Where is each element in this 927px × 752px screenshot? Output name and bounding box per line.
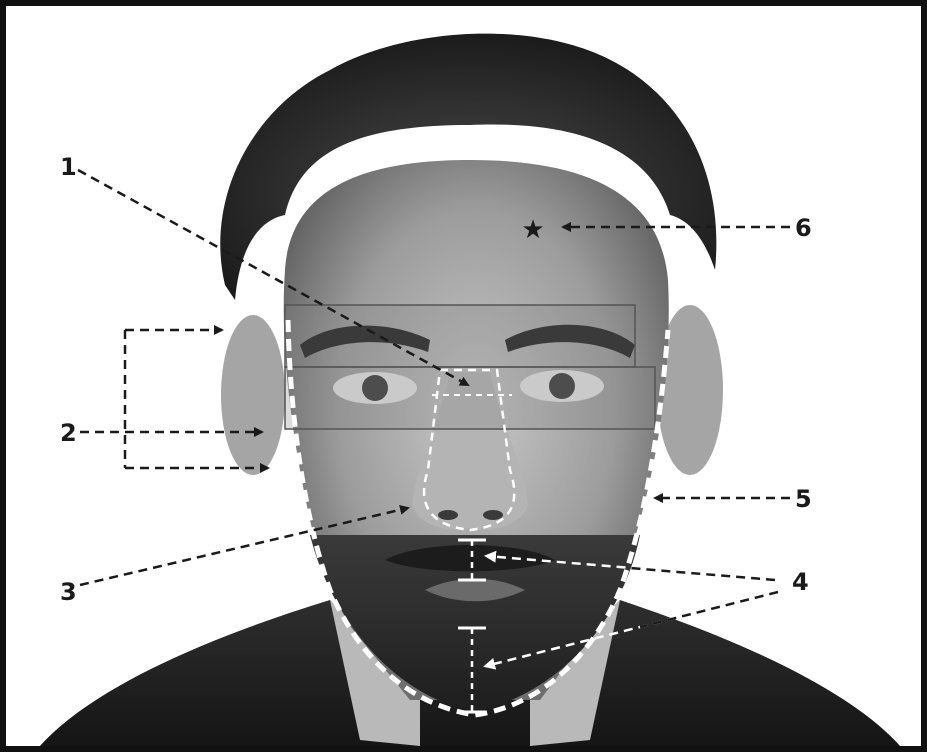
callout-label-5: 5 xyxy=(795,485,812,513)
callout-label-1: 1 xyxy=(60,153,77,181)
callout-label-4: 4 xyxy=(792,568,809,596)
brow-band xyxy=(285,305,635,367)
callout-label-2: 2 xyxy=(60,419,77,447)
proportion-bands xyxy=(285,305,655,429)
star-icon: ★ xyxy=(521,215,544,245)
left-ear xyxy=(221,315,285,475)
left-nostril xyxy=(438,510,458,520)
callout-label-6: 6 xyxy=(795,214,812,242)
right-nostril xyxy=(483,510,503,520)
callout-label-3: 3 xyxy=(60,578,77,606)
eye-band xyxy=(285,367,655,429)
